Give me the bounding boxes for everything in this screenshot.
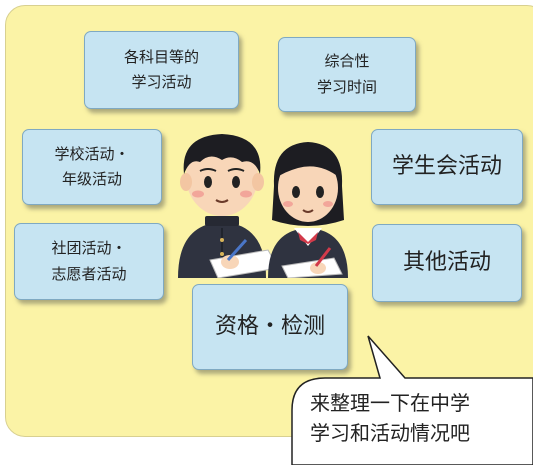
speech-bubble-text: 来整理一下在中学 学习和活动情况吧: [310, 388, 470, 448]
club-volunteer-box[interactable]: 社团活动・ 志愿者活动: [14, 223, 164, 300]
other-activities-box[interactable]: 其他活动: [372, 224, 522, 302]
school-activities-line2: 年级活动: [61, 170, 122, 188]
subject-learning-box[interactable]: 各科目等的 学习活动: [84, 31, 239, 109]
student-council-label: 学生会活动: [391, 154, 502, 180]
school-activities-box[interactable]: 学校活动・ 年级活动: [22, 129, 162, 205]
club-volunteer-line2: 志愿者活动: [51, 264, 127, 283]
student-council-box[interactable]: 学生会活动: [371, 129, 523, 205]
boy-student-icon: [178, 134, 279, 278]
integrated-learning-box[interactable]: 综合性 学习时间: [278, 37, 416, 112]
speech-bubble-line1: 来整理一下在中学: [310, 391, 470, 415]
speech-bubble-line2: 学习和活动情况吧: [310, 421, 470, 445]
other-activities-label: 其他活动: [402, 250, 491, 276]
girl-student-icon: [268, 142, 348, 278]
students-illustration: [178, 134, 348, 278]
integrated-learning-line1: 综合性: [324, 52, 370, 70]
integrated-learning-line2: 学习时间: [316, 77, 377, 96]
qualification-test-box[interactable]: 资格・检测: [192, 284, 348, 370]
school-activities-line1: 学校活动・: [54, 144, 130, 163]
subject-learning-line1: 各科目等的: [123, 47, 199, 66]
qualification-test-label: 资格・检测: [214, 314, 325, 340]
subject-learning-line2: 学习活动: [131, 73, 192, 91]
club-volunteer-line1: 社团活动・: [51, 239, 127, 257]
